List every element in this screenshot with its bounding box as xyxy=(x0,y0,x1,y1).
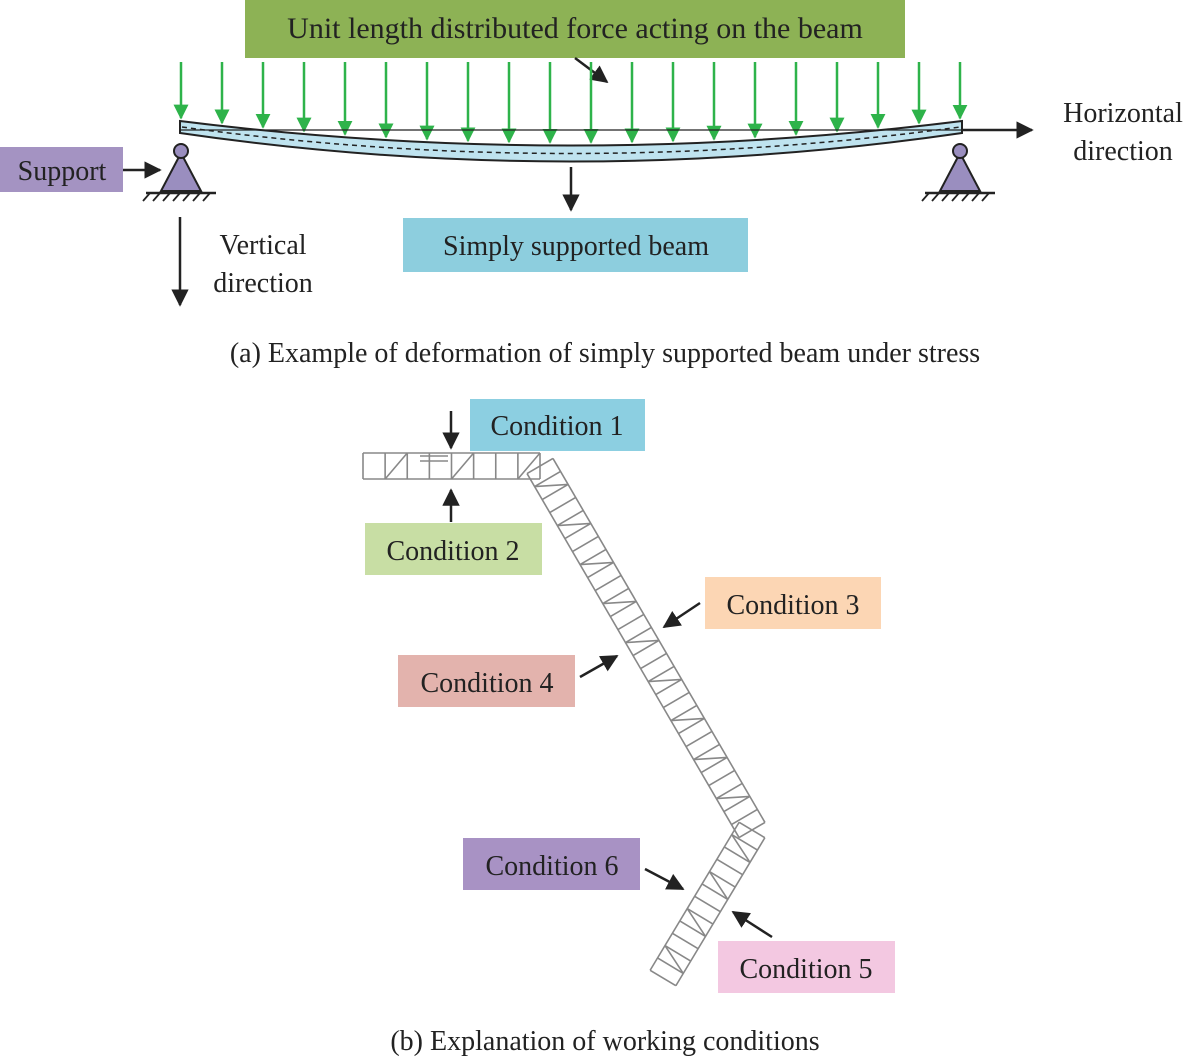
force-label-box xyxy=(245,0,905,58)
truss-structure xyxy=(362,452,766,987)
condition-1-label: Condition 1 xyxy=(490,411,623,442)
condition-4-box xyxy=(398,655,575,707)
panel-b: Condition 1 Condition 2 Condition 3 Cond… xyxy=(362,399,895,1057)
condition-4-label: Condition 4 xyxy=(420,668,553,699)
condition-2-box xyxy=(365,523,542,575)
distributed-force-arrows xyxy=(173,62,968,144)
horizontal-label-line1: Horizontal xyxy=(1063,98,1183,129)
beam-label-box xyxy=(403,218,748,272)
condition-2-label: Condition 2 xyxy=(386,536,519,567)
vertical-label-line1: Vertical xyxy=(219,230,306,261)
beam xyxy=(179,119,963,163)
condition-4-arrow xyxy=(579,654,619,679)
left-support xyxy=(142,143,216,202)
vertical-label-line2: direction xyxy=(213,268,313,299)
condition-3-label: Condition 3 xyxy=(726,590,859,621)
caption-a: (a) Example of deformation of simply sup… xyxy=(230,338,980,369)
condition-5-arrow xyxy=(731,910,773,939)
condition-6-box xyxy=(463,838,640,890)
condition-3-arrow xyxy=(662,601,701,629)
support-label: Support xyxy=(18,156,107,187)
beam-label: Simply supported beam xyxy=(443,231,709,262)
right-support xyxy=(921,143,995,202)
support-label-box xyxy=(0,147,123,192)
condition-3-box xyxy=(705,577,881,629)
condition-1-box xyxy=(470,399,645,451)
horizontal-label-line2: direction xyxy=(1073,136,1173,167)
condition-6-arrow xyxy=(644,867,685,891)
caption-b: (b) Explanation of working conditions xyxy=(390,1026,819,1057)
condition-5-label: Condition 5 xyxy=(739,954,872,985)
panel-a: Unit length distributed force acting on … xyxy=(0,0,1183,369)
condition-6-label: Condition 6 xyxy=(485,851,618,882)
force-label: Unit length distributed force acting on … xyxy=(287,12,863,45)
condition-5-box xyxy=(718,941,895,993)
beam-neutral-axis xyxy=(181,126,961,155)
